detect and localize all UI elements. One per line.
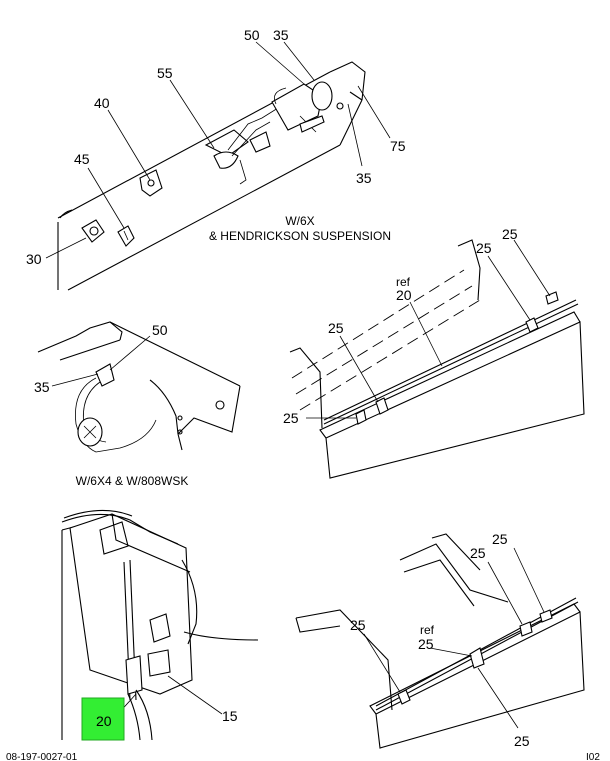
callout-bottomleft-20: 20	[96, 713, 112, 729]
callout-midright-25a: 25	[476, 240, 492, 256]
callout-top-50: 50	[244, 27, 260, 43]
callout-midleft-50: 50	[152, 322, 168, 338]
callout-bottomright-25ref: 25	[418, 636, 434, 652]
sheet-code: I02	[586, 752, 600, 761]
callout-top-40: 40	[94, 95, 110, 111]
drawing-number: 08-197-0027-01	[6, 752, 78, 761]
mid-left-view	[37, 321, 241, 453]
callout-midright-25d: 25	[283, 410, 299, 426]
bottom-left-view	[61, 509, 259, 741]
callout-top-75: 75	[390, 138, 406, 154]
callout-top-35a: 35	[273, 27, 289, 43]
callout-midleft-35: 35	[34, 379, 50, 395]
callout-top-45: 45	[74, 151, 90, 167]
bottom-right-view	[295, 533, 585, 749]
callout-top-35b: 35	[356, 170, 372, 186]
callout-top-30: 30	[26, 251, 42, 267]
callout-bottomright-25e: 25	[514, 733, 530, 749]
callout-midright-25b: 25	[502, 226, 518, 242]
callout-bottomright-ref: ref	[420, 623, 435, 637]
callout-midright-20: 20	[396, 287, 412, 303]
callout-bottomright-25a: 25	[350, 617, 366, 633]
caption-midleft: W/6X4 & W/808WSK	[76, 474, 189, 488]
callout-bottomright-25c: 25	[492, 531, 508, 547]
highlight-callout-box	[81, 697, 125, 741]
caption-top-line1: W/6X	[285, 214, 314, 228]
callout-bottomleft-15: 15	[222, 708, 238, 724]
callout-bottomright-25b: 25	[470, 545, 486, 561]
caption-top-line2: & HENDRICKSON SUSPENSION	[209, 229, 391, 243]
callout-top-55: 55	[157, 65, 173, 81]
callout-midright-ref: ref	[396, 275, 411, 289]
callout-midright-25c: 25	[328, 320, 344, 336]
top-frame-rail-view	[45, 41, 391, 291]
mid-right-view	[289, 239, 585, 479]
